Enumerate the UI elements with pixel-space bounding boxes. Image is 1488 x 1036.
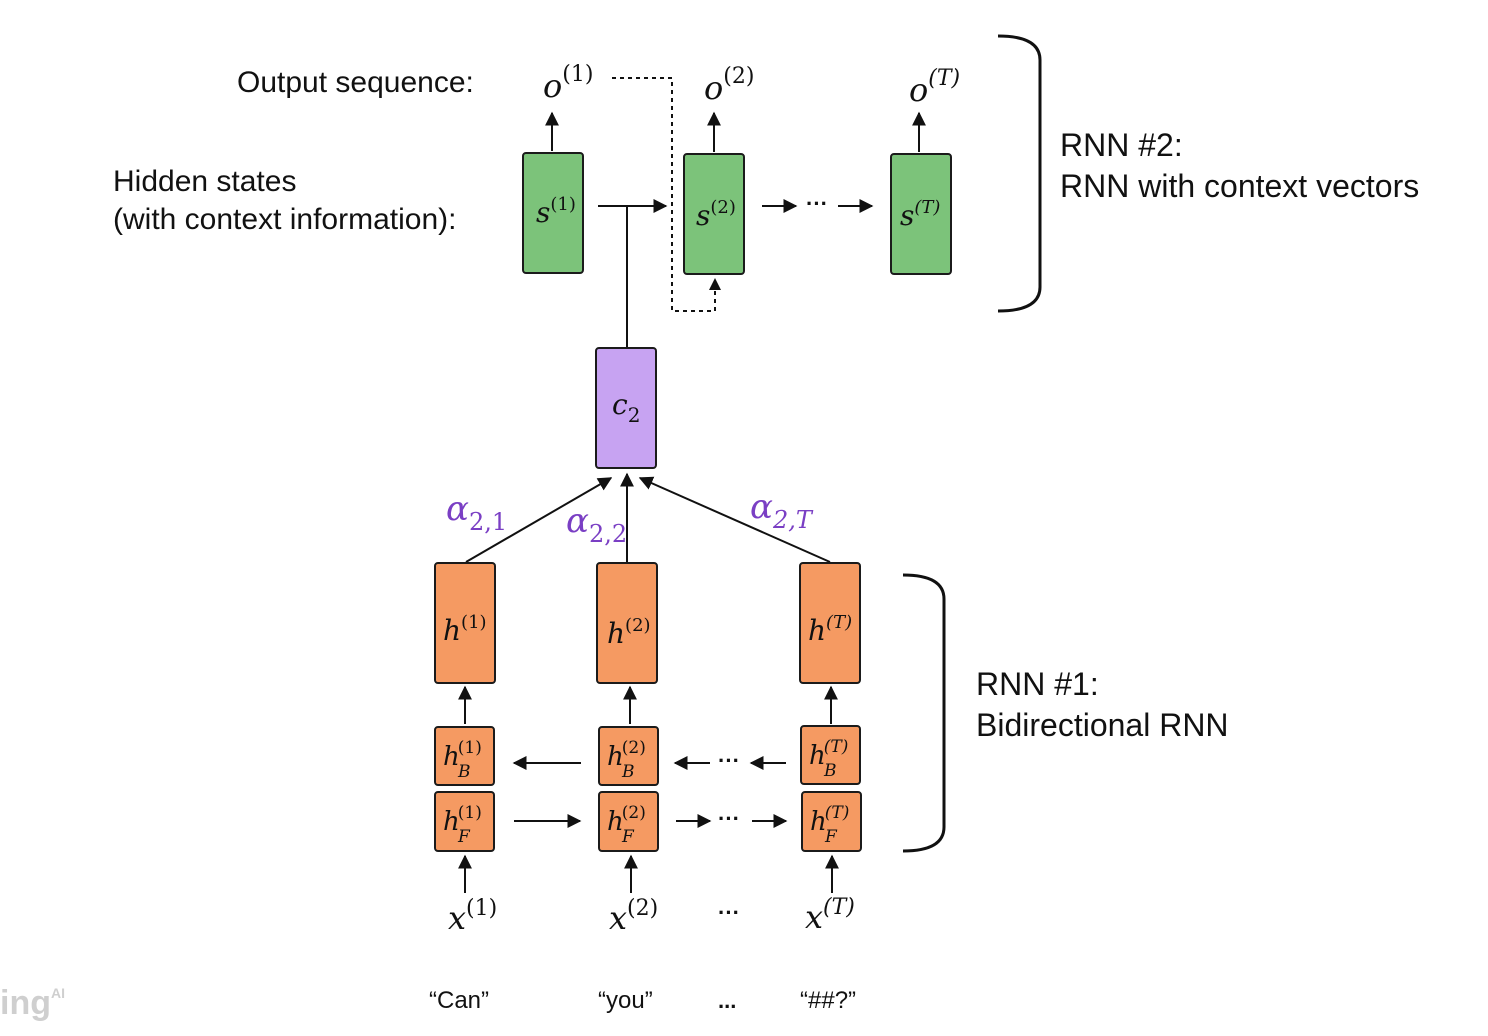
hB-ellipsis: ··· xyxy=(718,748,740,773)
s-ellipsis: ··· xyxy=(806,191,828,216)
dotted-feedback-arrowhead xyxy=(709,278,721,290)
hB1-box xyxy=(434,726,495,786)
rnn1-title: RNN #1: xyxy=(976,666,1099,702)
input-x2: x(2) xyxy=(609,896,658,937)
input-xT: x(T) xyxy=(805,895,855,936)
alpha-2-2: α2,2 xyxy=(566,501,627,548)
h1-label: h(1) xyxy=(443,612,487,647)
h1-box xyxy=(434,562,496,684)
s1-label: s(1) xyxy=(536,194,576,229)
hFT-box xyxy=(801,791,862,852)
hFT-label: h(T)F xyxy=(810,803,849,847)
hBT-box xyxy=(800,725,861,785)
word-ellipsis: ... xyxy=(718,988,736,1013)
hB1-label: h(1)B xyxy=(443,738,482,782)
watermark-logo: ingAI xyxy=(0,984,65,1022)
hF1-box xyxy=(434,791,495,852)
hB2-label: h(2)B xyxy=(607,738,646,782)
output-o2: o(2) xyxy=(704,64,754,107)
rnn2-bracket xyxy=(997,34,1042,313)
input-x1: x(1) xyxy=(448,896,497,937)
hB2-box xyxy=(598,726,659,786)
hF2-box xyxy=(598,791,659,852)
input-ellipsis: ··· xyxy=(718,900,740,925)
c2-label: c2 xyxy=(612,388,640,427)
hF1-label: h(1)F xyxy=(443,803,482,847)
hBT-label: h(T)B xyxy=(809,737,848,781)
word-can: “Can” xyxy=(429,987,489,1014)
output-o1: o(1) xyxy=(543,62,593,105)
h2-label: h(2) xyxy=(607,615,651,650)
hF2-label: h(2)F xyxy=(607,803,646,847)
h2-box xyxy=(596,562,658,684)
output-oT: o(T) xyxy=(909,66,960,109)
sT-label: s(T) xyxy=(900,197,940,232)
dotted-feedback-line xyxy=(612,77,716,312)
alpha-2-1: α2,1 xyxy=(446,489,507,536)
rnn2-subtitle: RNN with context vectors xyxy=(1060,168,1419,204)
sT-box xyxy=(890,153,952,275)
word-you: “you” xyxy=(598,987,653,1014)
output-sequence-label: Output sequence: xyxy=(237,66,474,99)
rnn1-subtitle: Bidirectional RNN xyxy=(976,707,1229,743)
hT-label: h(T) xyxy=(808,612,852,647)
attention-arrow-1 xyxy=(465,477,613,563)
attention-arrow-T xyxy=(638,476,831,563)
word-end: “##?” xyxy=(800,987,856,1014)
alpha-2-T: α2,T xyxy=(750,487,814,534)
c2-box xyxy=(595,347,657,469)
s2-label: s(2) xyxy=(696,197,736,232)
s1-box xyxy=(522,152,584,274)
s2-box xyxy=(683,153,745,275)
rnn2-title: RNN #2: xyxy=(1060,127,1183,163)
hidden-states-label: Hidden states xyxy=(113,165,296,198)
rnn1-bracket xyxy=(902,573,946,853)
hF-ellipsis: ··· xyxy=(718,806,740,831)
hT-box xyxy=(799,562,861,684)
hidden-states-sublabel: (with context information): xyxy=(113,203,456,236)
